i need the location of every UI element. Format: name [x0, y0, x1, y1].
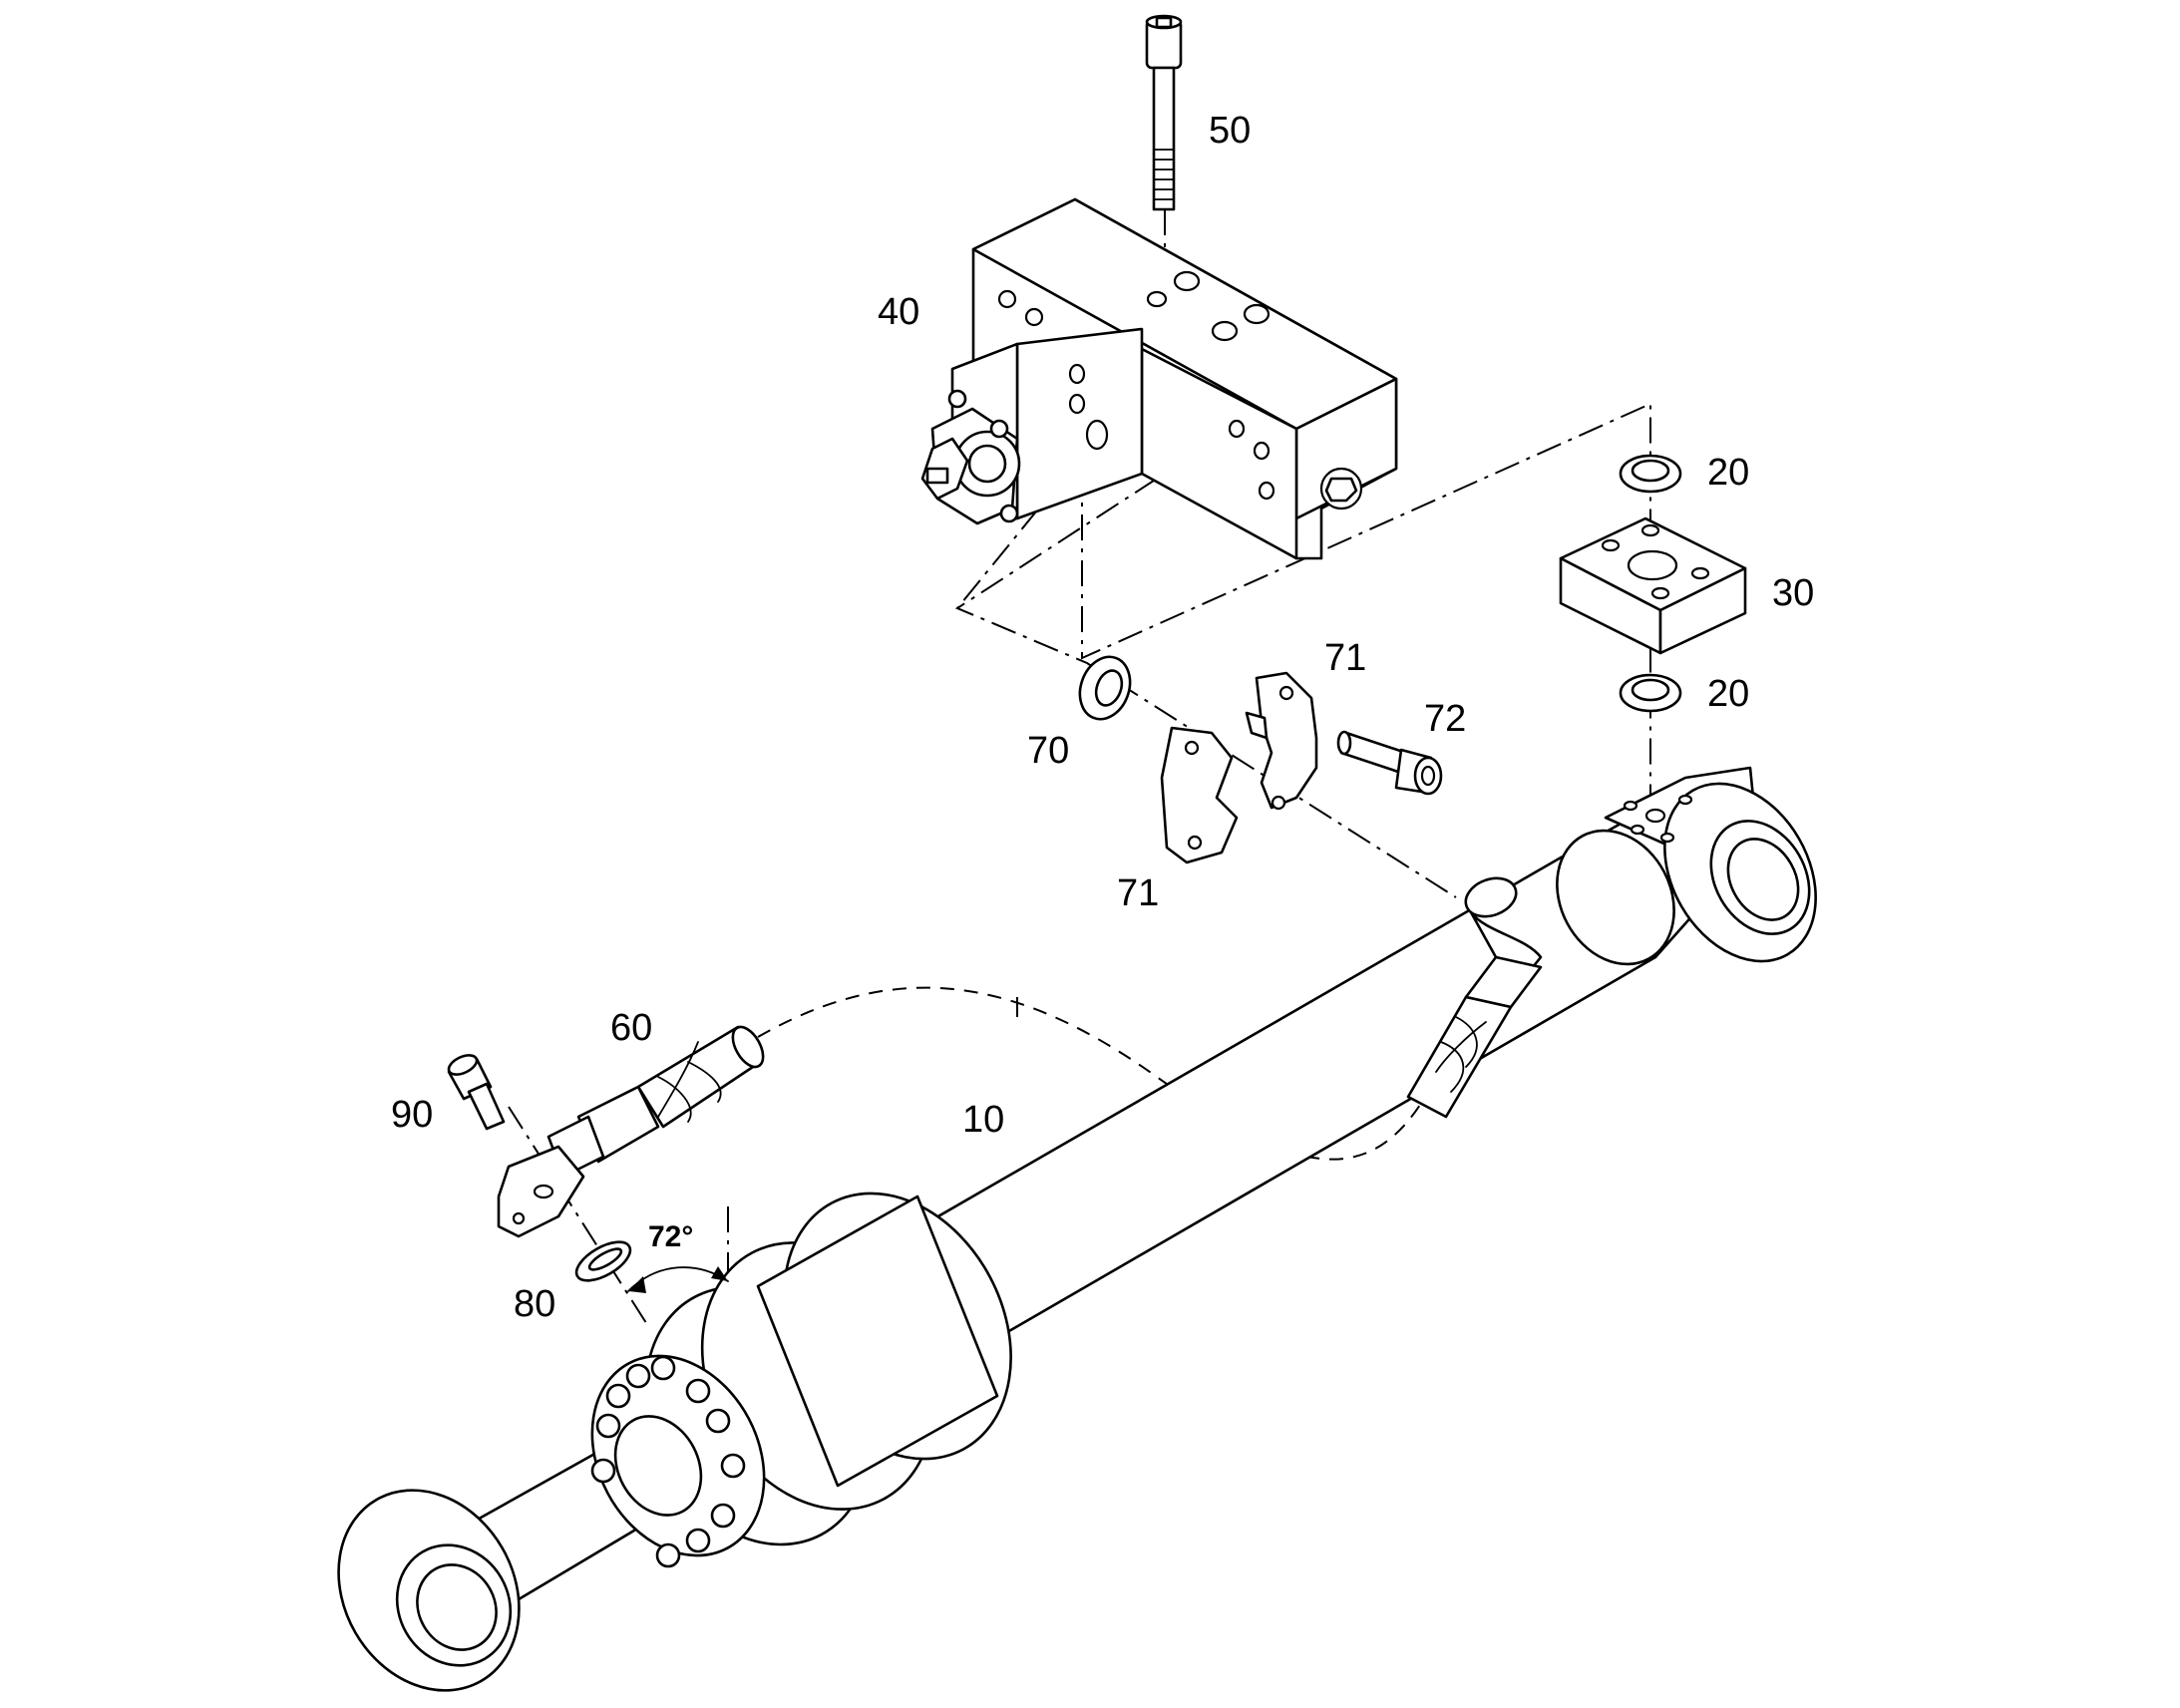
- callout-71-upper: 71: [1324, 637, 1366, 679]
- o-ring-20-upper: [1619, 454, 1682, 494]
- valve-block-40: [920, 197, 1398, 560]
- callout-30: 30: [1772, 572, 1814, 614]
- angle-label: 72°: [648, 1220, 693, 1253]
- gland-bolts: [590, 1355, 746, 1568]
- callout-20-upper: 20: [1707, 452, 1749, 494]
- seal-ring-70: [1078, 655, 1132, 721]
- callout-71-lower: 71: [1117, 872, 1159, 914]
- callout-labels: 50 40 20 30 20 71 72 70 71 60 90 10 80 7…: [391, 110, 1814, 1325]
- hose-elbow-fitting: [1406, 876, 1543, 1119]
- callout-60: 60: [610, 1007, 652, 1049]
- callout-50: 50: [1209, 110, 1251, 152]
- hose-60: [497, 1025, 765, 1238]
- callout-72: 72: [1424, 698, 1466, 740]
- cap-screw-90: [447, 1054, 506, 1131]
- seal-ring-80: [574, 1240, 632, 1282]
- callout-10: 10: [962, 1099, 1004, 1141]
- flange-bolt-72: [1336, 730, 1443, 796]
- cap-screw-50: [1145, 14, 1183, 211]
- hydraulic-cylinder-10: [337, 766, 1817, 1692]
- callout-20-lower: 20: [1707, 673, 1749, 715]
- split-flange-71-lower: [1160, 726, 1239, 864]
- callout-80: 80: [514, 1283, 555, 1325]
- callout-40: 40: [878, 291, 919, 333]
- split-flange-71-upper: [1245, 671, 1318, 811]
- callout-70: 70: [1027, 730, 1069, 772]
- adapter-plate-30: [1559, 516, 1747, 655]
- callout-90: 90: [391, 1094, 433, 1136]
- o-ring-20-lower: [1619, 673, 1682, 713]
- angle-indicator: [627, 1266, 729, 1293]
